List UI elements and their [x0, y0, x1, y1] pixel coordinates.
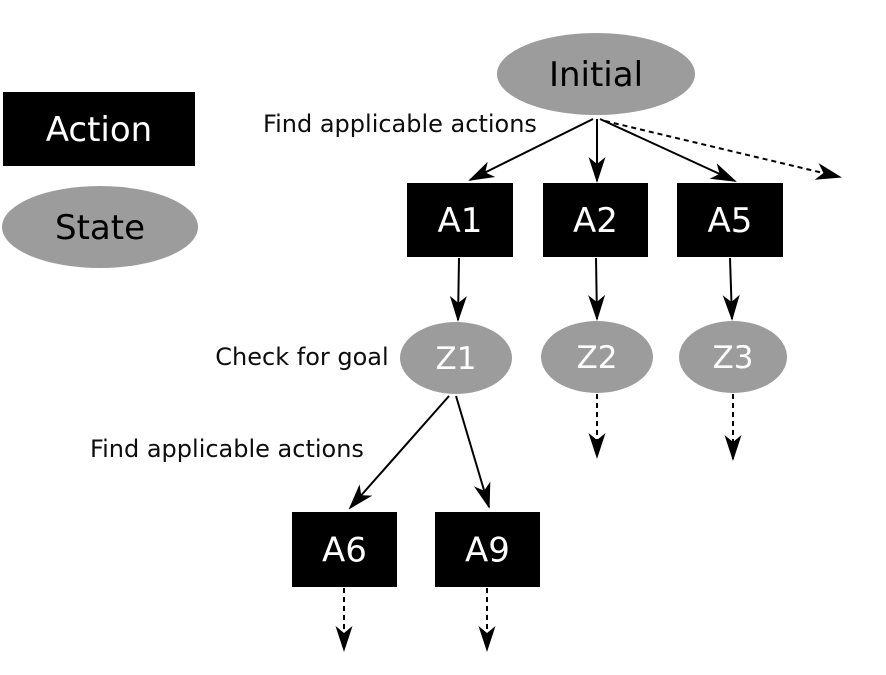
legend-state-label: State [55, 208, 145, 248]
node-initial-label: Initial [549, 55, 643, 95]
label-check-for-goal: Check for goal [215, 343, 388, 371]
edge-initial-a5-arrow [599, 118, 737, 182]
label-find-actions-lower: Find applicable actions [90, 435, 364, 463]
node-a6-label: A6 [322, 531, 367, 571]
node-z1-ellipse [400, 322, 512, 394]
edge-z1-a9-arrow [455, 395, 491, 509]
legend-action-box [3, 92, 195, 166]
edge-initial-a1-arrow [468, 118, 594, 181]
legend-action-label: Action [46, 110, 152, 150]
edge-a5-z3-arrow [722, 257, 740, 321]
node-a2-label: A2 [573, 201, 618, 241]
node-a2-box [543, 183, 648, 257]
node-z2-ellipse [541, 321, 653, 393]
edge-a1-z1-arrow [449, 257, 467, 322]
edge-z1-a6-arrow [348, 395, 450, 510]
node-a5-box [677, 183, 783, 257]
node-a9-label: A9 [465, 531, 510, 571]
node-z3-ellipse [679, 321, 787, 393]
node-a6-box [292, 512, 397, 587]
node-z2-label: Z2 [577, 340, 618, 376]
node-z3-label: Z3 [713, 340, 754, 376]
node-a9-box [435, 512, 540, 587]
node-initial-ellipse [497, 33, 695, 115]
node-z1-label: Z1 [436, 341, 477, 377]
label-find-actions-top: Find applicable actions [263, 110, 537, 138]
node-a5-label: A5 [708, 201, 753, 241]
legend-state-ellipse [2, 186, 198, 268]
node-a1-box [407, 183, 513, 257]
edge-a2-z2-arrow [588, 257, 606, 321]
edge-initial-more-dashed-arrow [604, 120, 842, 180]
node-a1-label: A1 [438, 201, 483, 241]
